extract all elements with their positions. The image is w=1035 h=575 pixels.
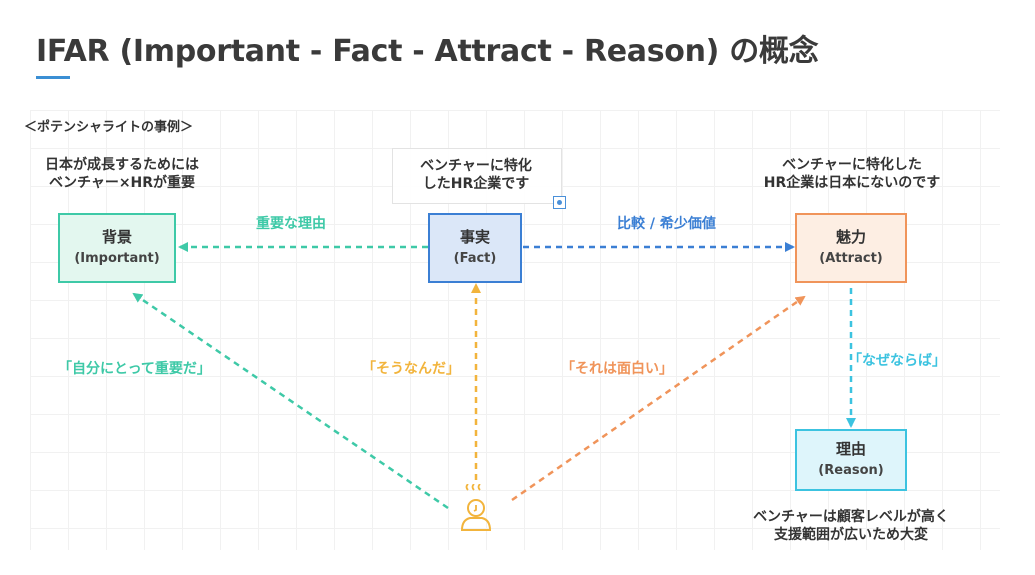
node-attract[interactable]: 魅力 (Attract) xyxy=(795,213,907,283)
node-fact[interactable]: 事実 (Fact) xyxy=(428,213,522,283)
note-fact: ベンチャーに特化したHR企業です xyxy=(420,158,532,192)
selection-anchor-icon[interactable] xyxy=(553,196,566,209)
note-reason: ベンチャーは顧客レベルが高く支援範囲が広いため大変 xyxy=(753,509,949,543)
edge-person-to-attract xyxy=(511,295,806,502)
edge-label-i-see: 「そうなんだ」 xyxy=(362,361,460,377)
edge-label-comparison: 比較 / 希少価値 xyxy=(617,216,716,232)
title-underline xyxy=(36,76,70,79)
edge-label-interesting: 「それは面白い」 xyxy=(561,361,673,377)
edge-label-because: 「なぜならば」 xyxy=(848,353,946,369)
case-subtitle: ＜ポテンシャライトの事例＞ xyxy=(24,120,194,135)
node-important[interactable]: 背景 (Important) xyxy=(58,213,176,283)
page-title: IFAR (Important - Fact - Attract - Reaso… xyxy=(36,34,819,69)
edge-label-important-reason: 重要な理由 xyxy=(256,216,326,232)
note-fact-box[interactable] xyxy=(392,148,562,204)
edge-person-to-important xyxy=(132,292,449,510)
note-important: 日本が成長するためにはベンチャー×HRが重要 xyxy=(45,157,199,191)
person-thinking-icon xyxy=(460,484,492,531)
edge-label-important-to-me: 「自分にとって重要だ」 xyxy=(58,361,211,377)
node-reason[interactable]: 理由 (Reason) xyxy=(795,429,907,491)
